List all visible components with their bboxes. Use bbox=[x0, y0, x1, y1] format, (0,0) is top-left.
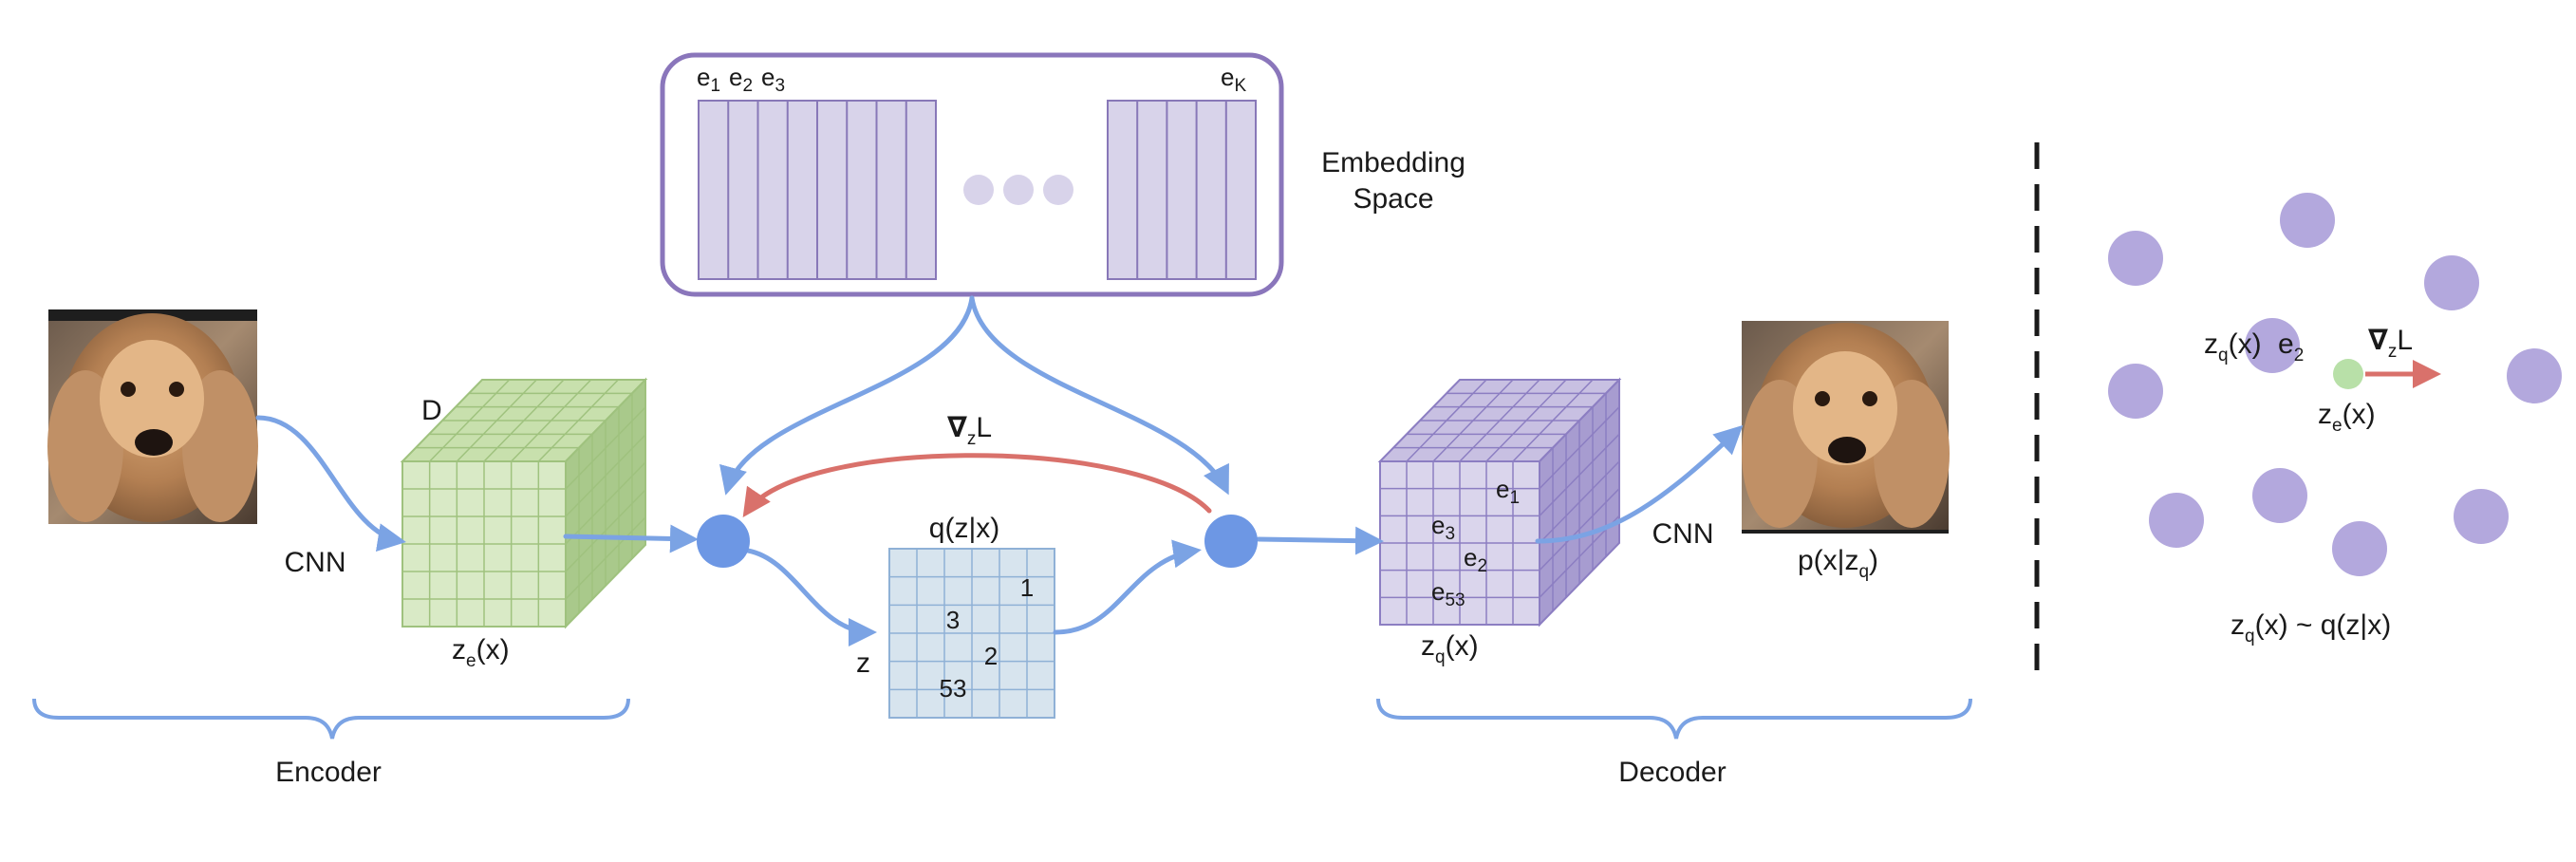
embedding-dot bbox=[2424, 255, 2479, 310]
arrow-decoder-to-photo bbox=[1535, 424, 1744, 544]
embedding-dot-e2 bbox=[2245, 318, 2300, 373]
green-cube-grid-line bbox=[565, 516, 646, 600]
right-zq-label: zq(x) bbox=[2204, 328, 2262, 365]
grid-value-53: 53 bbox=[940, 674, 967, 703]
green-cube-grid-line bbox=[565, 489, 646, 572]
cube-label-e1: e1 bbox=[1496, 475, 1520, 508]
embedding-title-line2: Space bbox=[1353, 183, 1433, 215]
nearest-neighbor-panel: zq(x) e2 ∇zL ze(x) zq(x) ~ q(z|x) bbox=[2108, 193, 2562, 646]
ellipsis-dot-3 bbox=[1043, 175, 1073, 205]
purple-cube-grid-line bbox=[1539, 433, 1620, 516]
dimension-label-D: D bbox=[421, 395, 442, 426]
arrow-embed-to-left-node bbox=[719, 295, 975, 496]
dog-photo-output bbox=[1742, 321, 1950, 534]
cnn-decoder-label: CNN bbox=[1652, 518, 1714, 550]
quantize-node-left bbox=[697, 515, 750, 568]
arrow-grid-to-right-node bbox=[1053, 539, 1202, 635]
index-grid bbox=[888, 548, 1055, 719]
green-cube-grid-line bbox=[565, 461, 646, 545]
arrow-photo-to-encoder bbox=[255, 415, 406, 552]
embedding-dot bbox=[2252, 468, 2307, 523]
z-label: z bbox=[856, 647, 870, 679]
gradient-arrow bbox=[742, 453, 1212, 517]
embedding-block bbox=[1107, 100, 1257, 280]
embed-label-e1: e1 bbox=[697, 63, 720, 96]
encoder-output-dot bbox=[2333, 359, 2363, 389]
arrow-left-node-to-grid bbox=[745, 548, 877, 646]
embedding-dot bbox=[2507, 348, 2562, 403]
purple-cube-grid-line bbox=[1539, 460, 1620, 544]
arrow-ze-to-node bbox=[563, 524, 699, 553]
embedding-dot bbox=[2454, 489, 2509, 544]
ellipsis-dot-1 bbox=[963, 175, 994, 205]
embedding-block-right bbox=[1107, 100, 1257, 280]
gradient-label: ∇zL bbox=[947, 412, 992, 449]
arrows bbox=[255, 295, 1744, 646]
encoder-output-cube bbox=[400, 377, 648, 629]
quantize-node-right bbox=[1204, 515, 1258, 568]
purple-cube-grid-line bbox=[1539, 488, 1620, 572]
grid-value-1: 1 bbox=[1020, 573, 1034, 602]
arrow-embed-to-right-node bbox=[969, 295, 1229, 496]
decoder-label: Decoder bbox=[1618, 757, 1726, 788]
right-ze-label: ze(x) bbox=[2318, 399, 2376, 436]
grid-value-2: 2 bbox=[984, 642, 998, 670]
embed-label-e2: e2 bbox=[729, 63, 753, 96]
purple-cube-grid-line bbox=[1539, 406, 1620, 490]
right-e2-label: e2 bbox=[2278, 328, 2304, 365]
qzx-label: q(z|x) bbox=[929, 513, 999, 544]
embedding-dot bbox=[2108, 231, 2163, 286]
pxzq-label: p(x|zq) bbox=[1798, 545, 1878, 582]
decoder-input-cube bbox=[1377, 377, 1622, 628]
encoder-brace bbox=[32, 698, 630, 740]
decoder-brace bbox=[1376, 698, 1972, 740]
green-cube-grid-line bbox=[565, 434, 646, 517]
cube-label-e3: e3 bbox=[1431, 511, 1455, 544]
embed-label-eK: eK bbox=[1221, 63, 1246, 96]
cube-label-e2: e2 bbox=[1464, 543, 1487, 576]
dog-photo-input bbox=[47, 309, 258, 524]
right-gradient-label: ∇zL bbox=[2368, 325, 2413, 362]
zq-label: zq(x) bbox=[1421, 630, 1479, 667]
embedding-space: e1 e2 e3 eK Embedding Space bbox=[660, 52, 1465, 297]
grid-value-3: 3 bbox=[946, 606, 960, 634]
green-cube-grid-line bbox=[565, 406, 646, 490]
embedding-dot bbox=[2149, 493, 2204, 548]
embedding-dot bbox=[2108, 364, 2163, 419]
cube-label-e53: e53 bbox=[1431, 577, 1465, 610]
ellipsis-dot-2 bbox=[1003, 175, 1034, 205]
embed-label-e3: e3 bbox=[761, 63, 785, 96]
arrow-right-node-to-decoder bbox=[1256, 526, 1384, 555]
ze-label: ze(x) bbox=[452, 634, 510, 671]
embedding-dot bbox=[2332, 521, 2387, 576]
right-caption: zq(x) ~ q(z|x) bbox=[2231, 609, 2391, 646]
encoder-label: Encoder bbox=[275, 757, 382, 788]
embedding-title-line1: Embedding bbox=[1321, 147, 1465, 178]
embedding-block-left bbox=[698, 100, 937, 280]
embedding-dot bbox=[2280, 193, 2335, 248]
cnn-encoder-label: CNN bbox=[285, 547, 346, 578]
